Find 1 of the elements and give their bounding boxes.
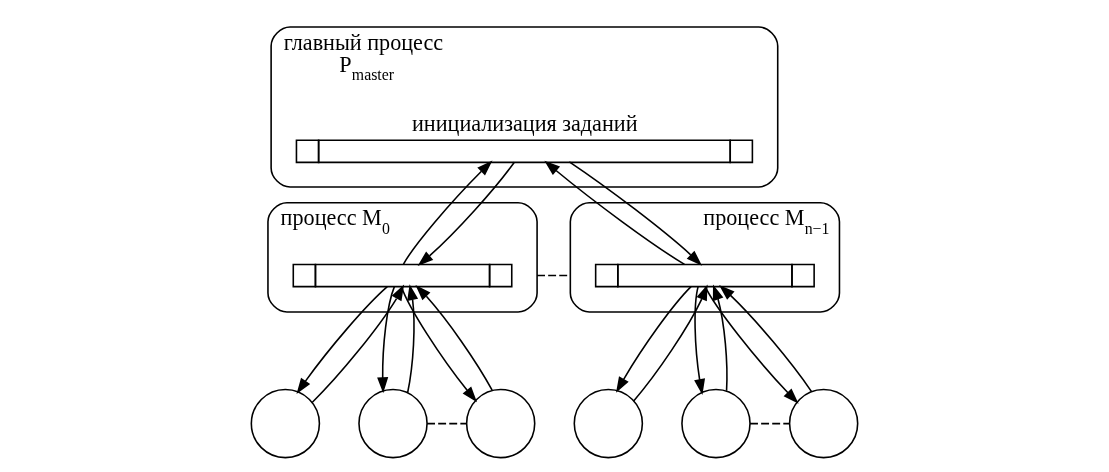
node-label: инициализация заданий — [412, 111, 638, 137]
